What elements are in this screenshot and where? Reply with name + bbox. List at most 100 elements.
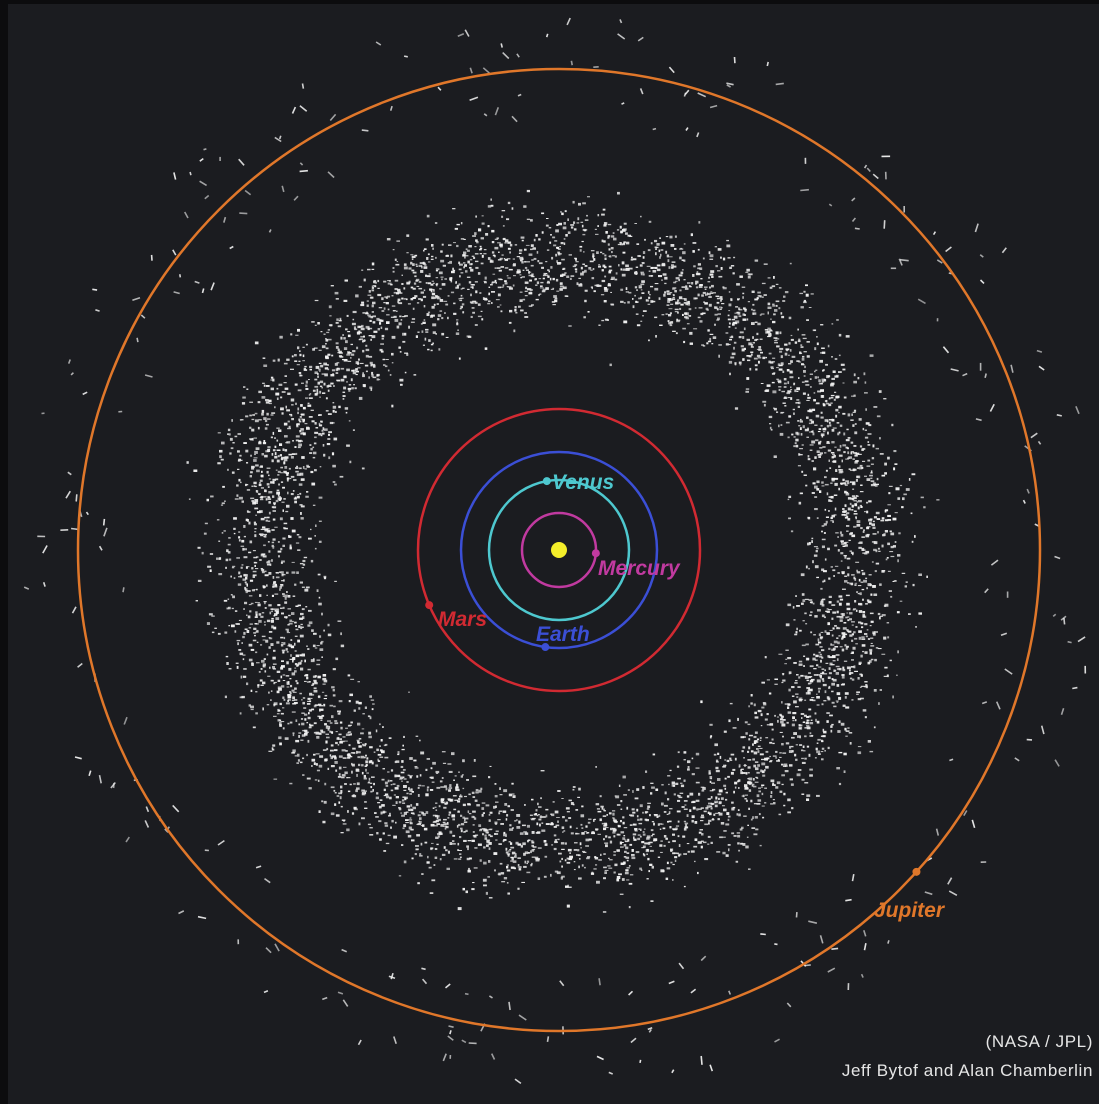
asteroid	[268, 691, 270, 694]
asteroid	[844, 633, 848, 636]
asteroid	[653, 838, 658, 842]
asteroid	[610, 278, 614, 280]
asteroid	[296, 364, 300, 366]
asteroid	[396, 784, 400, 787]
asteroid	[825, 610, 828, 612]
asteroid	[678, 296, 683, 300]
asteroid	[458, 261, 461, 265]
asteroid	[845, 706, 850, 709]
asteroid	[672, 298, 676, 300]
asteroid	[258, 533, 261, 535]
asteroid	[862, 427, 865, 431]
asteroid	[309, 452, 313, 454]
asteroid	[626, 859, 629, 862]
asteroid	[423, 827, 428, 831]
asteroid	[890, 545, 894, 549]
asteroid	[821, 347, 825, 349]
asteroid	[287, 420, 290, 423]
asteroid	[417, 787, 420, 789]
asteroid	[531, 818, 535, 821]
asteroid	[742, 292, 745, 295]
asteroid	[238, 458, 241, 461]
asteroid	[680, 303, 684, 306]
asteroid	[779, 756, 782, 758]
asteroid	[418, 287, 423, 290]
asteroid	[274, 437, 276, 439]
asteroid	[637, 818, 640, 821]
asteroid	[715, 759, 719, 763]
asteroid	[745, 799, 748, 802]
asteroid	[879, 453, 884, 455]
asteroid	[432, 807, 435, 809]
asteroid	[302, 406, 306, 410]
asteroid	[346, 754, 351, 756]
asteroid	[430, 315, 433, 318]
asteroid	[275, 469, 278, 471]
asteroid	[300, 739, 304, 741]
asteroid	[743, 327, 746, 331]
asteroid	[389, 374, 392, 376]
asteroid	[559, 860, 562, 863]
asteroid	[708, 772, 711, 775]
asteroid	[504, 267, 509, 269]
asteroid	[301, 722, 305, 726]
asteroid	[470, 315, 473, 318]
asteroid	[734, 786, 737, 789]
asteroid	[302, 757, 305, 760]
asteroid	[750, 818, 753, 821]
asteroid	[753, 357, 758, 360]
asteroid	[834, 565, 839, 567]
asteroid	[816, 517, 819, 519]
asteroid	[299, 416, 302, 418]
asteroid	[744, 784, 748, 788]
asteroid	[884, 530, 888, 533]
asteroid	[605, 231, 608, 234]
asteroid	[844, 575, 847, 577]
asteroid	[836, 692, 841, 696]
asteroid	[460, 238, 465, 240]
asteroid	[572, 265, 577, 268]
asteroid	[272, 668, 276, 670]
asteroid	[236, 639, 241, 642]
asteroid	[336, 737, 340, 740]
asteroid	[338, 766, 342, 770]
asteroid	[343, 299, 348, 302]
asteroid	[680, 271, 684, 275]
asteroid	[228, 433, 231, 436]
asteroid	[500, 286, 504, 288]
asteroid	[381, 334, 385, 338]
asteroid	[803, 351, 807, 353]
asteroid	[447, 798, 450, 801]
asteroid	[304, 718, 307, 721]
asteroid	[742, 336, 745, 339]
asteroid	[469, 263, 473, 266]
asteroid	[538, 818, 542, 821]
asteroid	[649, 845, 652, 847]
asteroid	[784, 352, 788, 356]
asteroid	[453, 808, 457, 811]
asteroid	[769, 286, 773, 289]
asteroid	[839, 646, 843, 648]
asteroid	[784, 663, 787, 665]
asteroid	[264, 420, 268, 423]
asteroid	[642, 273, 645, 276]
asteroid	[495, 299, 500, 301]
asteroid	[827, 697, 831, 701]
asteroid	[494, 783, 497, 785]
asteroid	[724, 759, 727, 761]
asteroid	[821, 614, 825, 618]
asteroid	[581, 827, 584, 829]
asteroid	[831, 634, 834, 637]
asteroid	[283, 698, 286, 701]
asteroid	[656, 268, 661, 272]
asteroid	[821, 530, 823, 533]
asteroid	[660, 249, 664, 251]
asteroid	[778, 368, 783, 371]
asteroid	[306, 645, 308, 647]
asteroid	[262, 639, 266, 641]
asteroid	[809, 378, 812, 380]
asteroid	[263, 533, 267, 535]
asteroid	[774, 340, 778, 342]
asteroid	[805, 284, 808, 287]
asteroid	[378, 805, 382, 809]
